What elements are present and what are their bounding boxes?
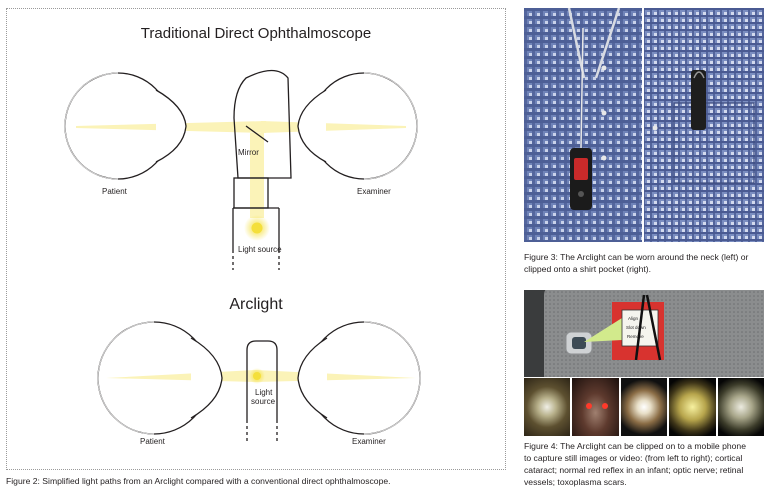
patient-eye-bottom: [97, 321, 223, 435]
figure-4-thumbnails: [524, 378, 765, 436]
figure-4-caption: Figure 4: The Arclight can be clipped on…: [524, 440, 764, 488]
light-beam-examiner: [261, 121, 406, 133]
mirror-line: [245, 125, 269, 143]
arclight-in-pocket: [691, 70, 706, 130]
examiner-eye-bottom: [297, 321, 421, 435]
label-light-bottom: Light: [255, 388, 273, 397]
thumbnail-retinal-vessels: [669, 378, 716, 436]
arclight-beam-examiner: [256, 370, 416, 382]
label-source-bottom: source: [251, 397, 276, 406]
arclight-device: [246, 340, 278, 420]
thumbnail-toxoplasma-scars: [717, 378, 765, 436]
examiner-eye-top: [297, 72, 418, 180]
figure-2-frame: [6, 8, 506, 470]
light-beam-vertical: [250, 133, 264, 218]
diagram-title-arclight: Arclight: [229, 296, 283, 313]
thumbnail-optic-nerve: [620, 378, 668, 436]
callout-arrow: [584, 318, 622, 342]
callout-line-1: Align: [628, 316, 639, 321]
patient-eye-top: [64, 72, 187, 180]
arclight-dashed: [246, 420, 278, 444]
figure-3-photo: [524, 8, 764, 242]
figure-2-diagram: Mirror Patient Examiner Light source Lig…: [64, 69, 421, 446]
figure-4-phone-photo: Align Slot down Remove: [524, 290, 764, 377]
light-bulb-top: [251, 222, 263, 234]
figure-3-caption-line-2: clipped onto a shirt pocket (right).: [524, 264, 652, 274]
label-mirror: Mirror: [238, 148, 259, 157]
figure-4-caption-line-1: Figure 4: The Arclight can be clipped on…: [524, 441, 746, 451]
label-examiner-top: Examiner: [357, 187, 391, 196]
figure-2-caption: Figure 2: Simplified light paths from an…: [6, 476, 391, 486]
figure-4-caption-line-4: vessels; toxoplasma scars.: [524, 477, 627, 487]
label-patient-top: Patient: [102, 187, 128, 196]
figure-3-caption: Figure 3: The Arclight can be worn aroun…: [524, 251, 764, 275]
thumbnail-cortical-cataract: [524, 378, 571, 436]
label-light-source-top: Light source: [238, 245, 282, 254]
label-examiner-bottom: Examiner: [352, 437, 386, 446]
figure-4-caption-line-3: cataract; normal red reflex in an infant…: [524, 465, 744, 475]
handle-body: [232, 207, 280, 250]
figure-4-caption-line-2: to capture still images or video: (from …: [524, 453, 743, 463]
diagram-title-traditional: Traditional Direct Ophthalmoscope: [140, 25, 372, 42]
figure-3-caption-line-1: Figure 3: The Arclight can be worn aroun…: [524, 252, 749, 262]
arclight-beam-patient: [106, 370, 256, 382]
light-bulb-bottom: [253, 372, 261, 380]
callout-line-3: Remove: [627, 334, 644, 339]
thumbnail-red-reflex-infant: [572, 378, 619, 436]
label-patient-bottom: Patient: [140, 437, 166, 446]
callout-line-2: Slot down: [626, 325, 646, 330]
